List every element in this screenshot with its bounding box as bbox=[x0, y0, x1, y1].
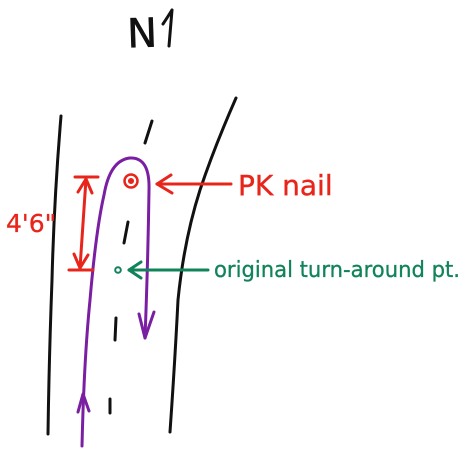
pk-nail-icon bbox=[123, 173, 139, 189]
center-dash bbox=[122, 220, 130, 245]
dimension-label: 4'6" bbox=[6, 209, 56, 238]
north-label: N bbox=[126, 10, 158, 57]
travel-path bbox=[76, 156, 156, 448]
center-line bbox=[108, 119, 154, 415]
original-point-marker bbox=[114, 266, 122, 274]
green-left-arrowhead-icon bbox=[127, 260, 143, 280]
dimension-line bbox=[67, 175, 100, 272]
original-point-label: original turn-around pt. bbox=[214, 258, 460, 283]
left-arrowhead-icon bbox=[155, 173, 174, 195]
pk-nail-label: PK nail bbox=[238, 169, 333, 202]
left-road-edge bbox=[46, 114, 63, 436]
north-indicator: N bbox=[126, 8, 174, 58]
up-arrowhead-icon bbox=[76, 392, 91, 414]
dimension-up-arrowhead-icon bbox=[76, 177, 94, 195]
center-dash bbox=[143, 119, 154, 145]
path-line bbox=[80, 156, 151, 448]
center-dash bbox=[113, 316, 118, 342]
north-arrow-icon bbox=[161, 8, 174, 48]
pk-nail-leader bbox=[155, 173, 233, 195]
right-road-edge bbox=[168, 96, 238, 434]
down-arrowhead-icon bbox=[137, 310, 156, 340]
original-point-leader bbox=[127, 260, 210, 280]
dimension-down-arrowhead-icon bbox=[72, 252, 90, 270]
